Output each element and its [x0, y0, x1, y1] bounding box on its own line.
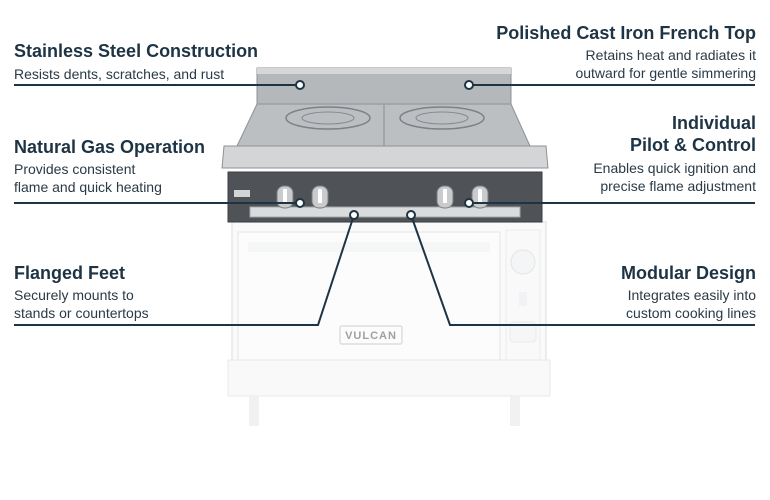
hot-plate-left — [285, 106, 371, 130]
leader-feet — [14, 214, 355, 326]
callout-modular-design: Modular Design Integrates easily into cu… — [621, 262, 756, 322]
callout-title: Natural Gas Operation — [14, 137, 206, 157]
callout-french-top: Polished Cast Iron French Top Retains he… — [496, 22, 756, 82]
callout-title-line1: Individual — [671, 113, 756, 133]
leader-lines — [14, 84, 755, 326]
callout-desc-line2: stands or countertops — [14, 305, 149, 321]
callout-desc-line1: Retains heat and radiates it — [585, 47, 756, 63]
control-panel — [227, 171, 543, 223]
callout-title: Modular Design — [620, 263, 756, 283]
french-top — [236, 103, 531, 147]
brand-plate: VULCAN — [345, 330, 397, 342]
knob-4 — [471, 185, 489, 209]
callout-flanged-feet: Flanged Feet Securely mounts to stands o… — [14, 262, 149, 322]
callout-title: Stainless Steel Construction — [14, 41, 259, 61]
callout-natural-gas: Natural Gas Operation Provides consisten… — [14, 136, 205, 196]
hot-plate-right — [399, 106, 485, 130]
callout-desc-line2: precise flame adjustment — [600, 178, 756, 194]
callout-desc-line2: custom cooking lines — [626, 305, 756, 321]
callout-desc-line1: Provides consistent — [14, 161, 136, 177]
oven-base — [227, 221, 551, 426]
callout-title: Polished Cast Iron French Top — [496, 23, 756, 43]
callout-title-line2: Pilot & Control — [630, 135, 756, 155]
callout-stainless-steel: Stainless Steel Construction Resists den… — [14, 40, 258, 83]
knob-2 — [311, 185, 329, 209]
callout-title: Flanged Feet — [14, 263, 126, 283]
callout-desc-line1: Enables quick ignition and — [593, 160, 756, 176]
callout-desc-line1: Securely mounts to — [14, 287, 134, 303]
leader-modular — [410, 214, 755, 326]
knob-1 — [276, 185, 294, 209]
front-rail — [221, 145, 549, 169]
callout-desc-line1: Integrates easily into — [627, 287, 756, 303]
callout-desc-line2: outward for gentle simmering — [575, 65, 756, 81]
callout-pilot-control: Individual Pilot & Control Enables quick… — [593, 112, 756, 195]
callout-desc-line2: flame and quick heating — [14, 179, 162, 195]
callout-desc: Resists dents, scratches, and rust — [14, 66, 225, 82]
leader-dots — [295, 80, 474, 220]
knob-3 — [436, 185, 454, 209]
